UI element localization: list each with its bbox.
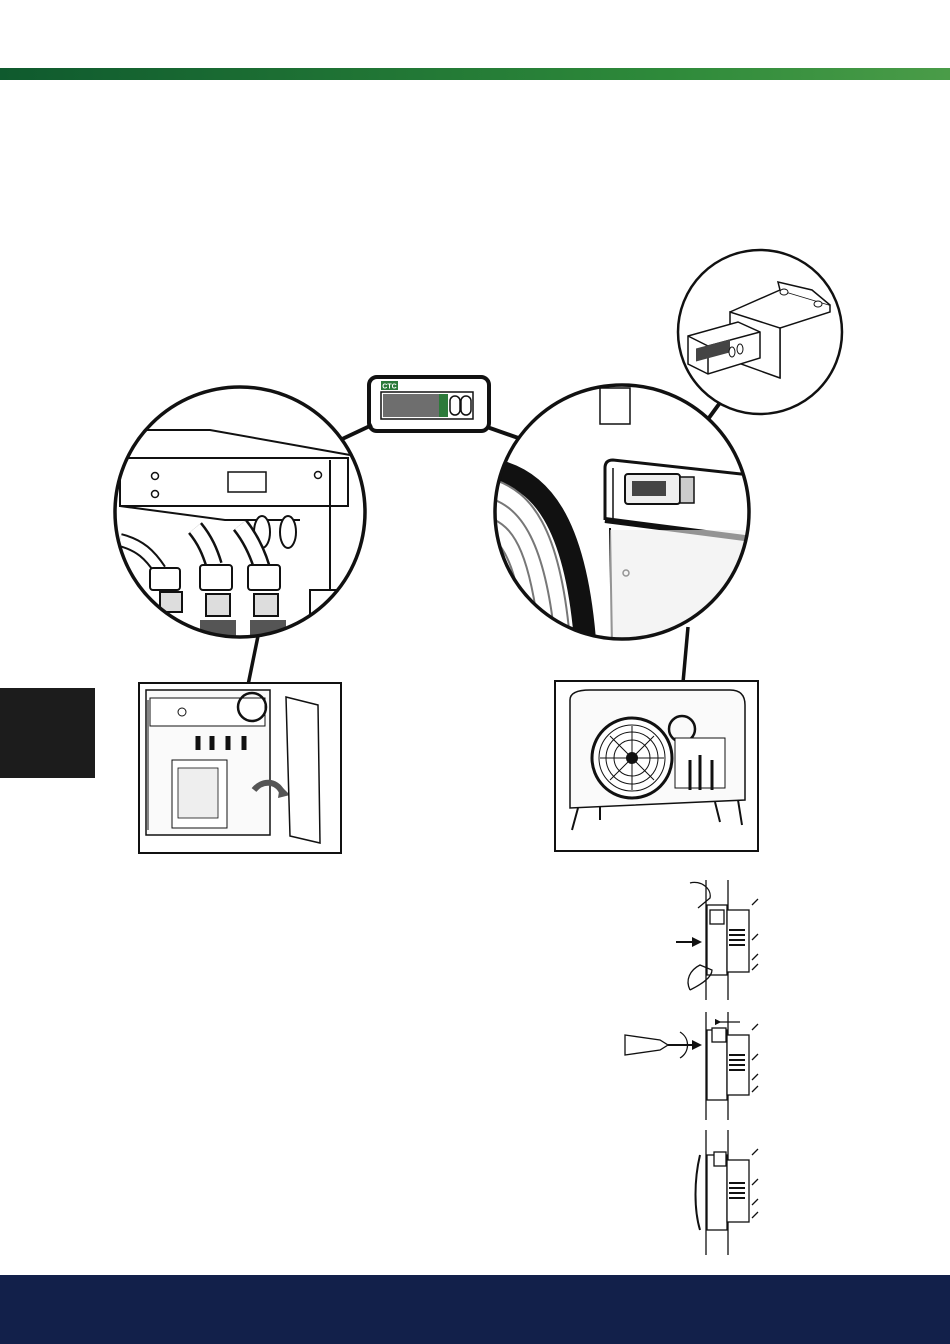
mounting-step-2 bbox=[625, 1012, 758, 1120]
outdoor-unit-overview bbox=[555, 681, 758, 851]
installation-figure: CTC bbox=[0, 0, 950, 1275]
controller-accent-strip bbox=[439, 394, 448, 417]
logo-text: CTC bbox=[382, 384, 396, 391]
footer-band bbox=[0, 1275, 950, 1344]
controller-button bbox=[461, 396, 471, 415]
controller-panel-callout: CTC bbox=[369, 377, 489, 431]
mounting-step-1 bbox=[676, 880, 758, 1000]
indoor-unit-detail-circle bbox=[110, 380, 370, 650]
bracket-detail-circle bbox=[678, 250, 842, 414]
mounting-step-3 bbox=[696, 1130, 759, 1255]
controller-button bbox=[450, 396, 460, 415]
leader-line bbox=[247, 636, 258, 690]
outdoor-unit-detail-circle bbox=[490, 380, 760, 650]
indoor-unit-overview bbox=[139, 683, 341, 853]
section-tab bbox=[0, 688, 95, 778]
controller-display bbox=[383, 394, 439, 417]
